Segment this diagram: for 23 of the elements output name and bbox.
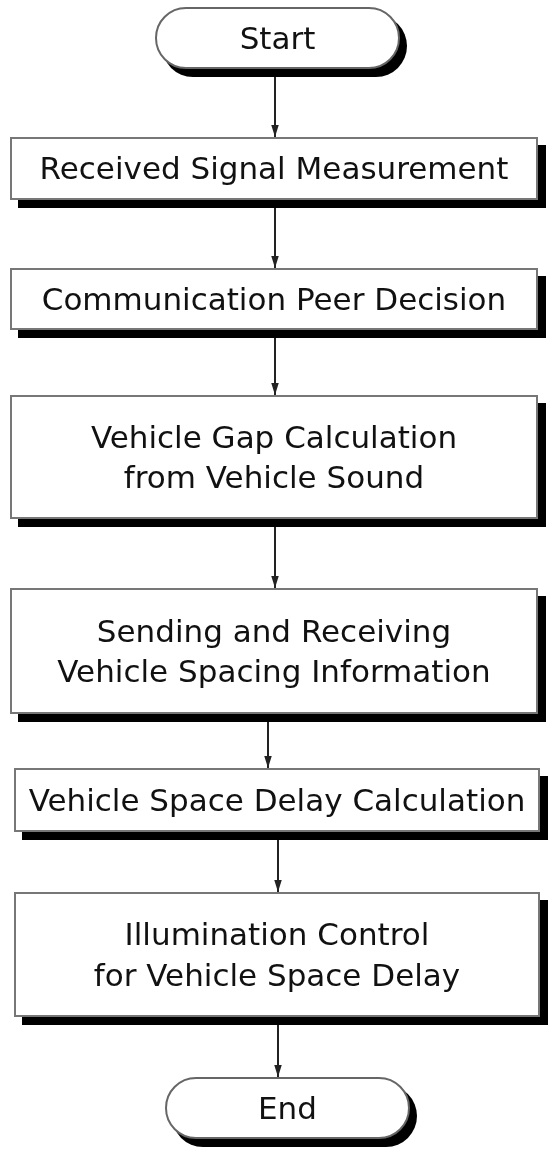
step-label: Illumination Control for Vehicle Space Delay [93,915,461,995]
step-label: Vehicle Space Delay Calculation [28,780,526,820]
terminal-shape [165,1077,418,1147]
process-box [14,892,548,1025]
arrow [271,337,279,396]
process-box [14,768,548,840]
arrow [264,721,272,769]
terminal-label: Start [239,18,316,58]
process-box [10,137,546,208]
arrow [271,207,279,269]
arrow [271,526,279,589]
process-box [10,268,546,338]
terminal-label: End [258,1088,317,1128]
step-label: Received Signal Measurement [39,149,509,189]
step-label: Vehicle Gap Calculation from Vehicle Sound [90,417,458,497]
arrow [271,76,279,138]
process-box [10,588,546,722]
step-label: Communication Peer Decision [41,279,507,319]
step-label: Sending and Receiving Vehicle Spacing Information [57,611,491,691]
arrow [274,1024,282,1078]
terminal-shape [155,7,408,77]
process-box [10,395,546,527]
arrow [274,839,282,893]
